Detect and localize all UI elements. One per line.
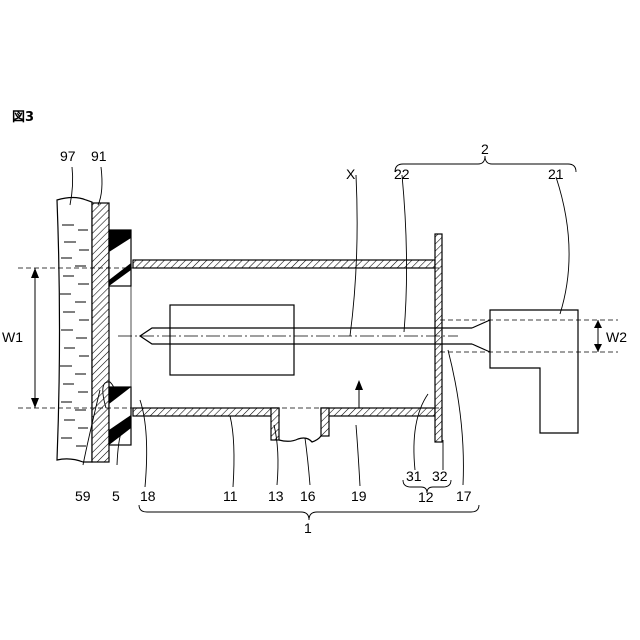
label-5: 5 (112, 488, 120, 504)
plate-91 (92, 203, 109, 462)
recess-16 (279, 436, 321, 442)
label-19: 19 (351, 488, 367, 504)
label-11: 11 (223, 488, 238, 504)
label-22: 22 (394, 166, 410, 182)
label-16: 16 (300, 488, 316, 504)
label-18: 18 (140, 488, 156, 504)
flange-12 (435, 234, 442, 442)
wall-97 (57, 198, 92, 463)
sensor-body-21 (490, 310, 578, 433)
label-w2: W2 (606, 329, 627, 345)
flow-arrow (355, 380, 363, 408)
label-12: 12 (418, 489, 434, 505)
inner-block (170, 305, 294, 375)
housing-top-wall (133, 260, 435, 268)
label-97: 97 (60, 148, 76, 164)
label-1: 1 (304, 520, 312, 536)
label-31: 31 (406, 468, 422, 484)
label-21: 21 (548, 166, 564, 182)
seal-5 (109, 230, 131, 445)
label-2: 2 (481, 141, 489, 157)
label-x: X (346, 166, 356, 182)
label-17: 17 (456, 488, 472, 504)
housing-bottom-wall (133, 408, 435, 442)
label-13: 13 (268, 488, 284, 504)
label-59: 59 (75, 488, 91, 504)
label-91: 91 (91, 148, 107, 164)
label-w1: W1 (2, 329, 23, 345)
label-32: 32 (432, 468, 448, 484)
figure-title: 図3 (12, 110, 34, 125)
